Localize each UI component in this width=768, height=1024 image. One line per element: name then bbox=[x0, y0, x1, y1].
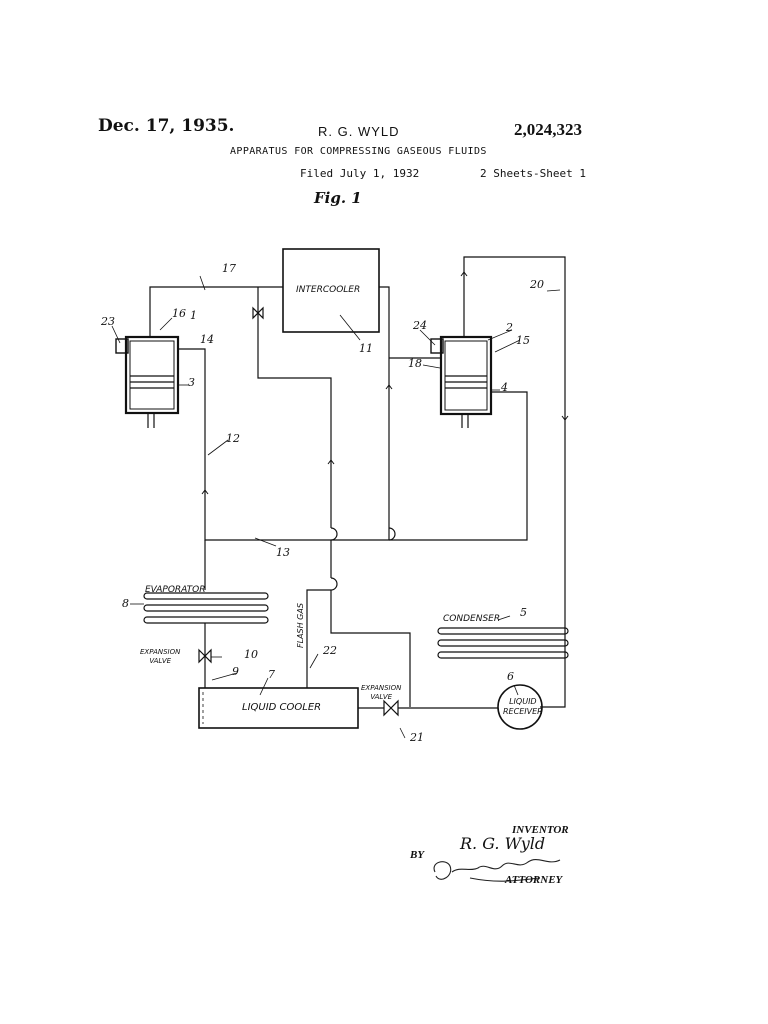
expansion-valve-10 bbox=[198, 648, 212, 664]
inventor-label: INVENTOR bbox=[512, 824, 569, 836]
patent-number: 2,024,323 bbox=[514, 120, 582, 139]
condenser-label: CONDENSER bbox=[443, 614, 501, 624]
condenser-coils bbox=[437, 627, 569, 659]
ref-num-16: 16 bbox=[172, 307, 186, 320]
by-label: BY bbox=[410, 849, 425, 861]
evaporator-label: EVAPORATOR bbox=[145, 585, 206, 595]
ref-num-14: 14 bbox=[200, 333, 214, 346]
ref-num-1: 1 bbox=[190, 309, 197, 322]
filing-date: Filed July 1, 1932 bbox=[300, 167, 420, 180]
inventor-name: R. G. WYLD bbox=[318, 124, 400, 139]
sheet-number: 2 Sheets-Sheet 1 bbox=[480, 167, 586, 180]
inventor-signature: R. G. Wyld bbox=[460, 834, 546, 853]
expansion-valve-label-left: EXPANSION VALVE bbox=[140, 648, 181, 665]
ref-num-15: 15 bbox=[516, 334, 530, 347]
ref-num-7: 7 bbox=[268, 668, 275, 681]
expansion-valve-label-right: EXPANSION VALVE bbox=[361, 684, 402, 701]
ref-num-17: 17 bbox=[222, 262, 236, 275]
patent-date: Dec. 17, 1935. bbox=[98, 116, 235, 136]
intercooler-box bbox=[282, 248, 380, 333]
ref-num-13: 13 bbox=[276, 546, 290, 559]
evaporator-coils bbox=[143, 592, 269, 624]
left-compressor bbox=[115, 325, 180, 428]
attorney-label: ATTORNEY bbox=[505, 874, 563, 886]
ref-num-6: 6 bbox=[507, 670, 514, 683]
ref-num-4: 4 bbox=[501, 381, 508, 394]
intercooler-label: INTERCOOLER bbox=[296, 285, 361, 295]
liquid-cooler-label: LIQUID COOLER bbox=[242, 702, 322, 713]
ref-num-2: 2 bbox=[506, 321, 513, 334]
liquid-receiver-tank bbox=[497, 684, 543, 730]
expansion-valve-21 bbox=[383, 699, 399, 717]
figure-label: Fig. 1 bbox=[314, 189, 362, 207]
liquid-receiver-label: LIQUID RECEIVER bbox=[503, 697, 543, 716]
ref-num-23: 23 bbox=[101, 315, 115, 328]
ref-num-24: 24 bbox=[413, 319, 427, 332]
ref-num-18: 18 bbox=[408, 357, 422, 370]
ref-num-8: 8 bbox=[122, 597, 129, 610]
right-compressor bbox=[430, 322, 493, 428]
ref-num-22: 22 bbox=[323, 644, 337, 657]
ref-num-10: 10 bbox=[244, 648, 258, 661]
ref-num-21: 21 bbox=[410, 731, 424, 744]
ref-num-9: 9 bbox=[232, 665, 239, 678]
ref-num-3: 3 bbox=[188, 376, 195, 389]
ref-num-11: 11 bbox=[359, 342, 373, 355]
patent-title: APPARATUS FOR COMPRESSING GASEOUS FLUIDS bbox=[230, 146, 487, 157]
ref-num-5: 5 bbox=[520, 606, 527, 619]
ref-num-20: 20 bbox=[530, 278, 544, 291]
ref-num-12: 12 bbox=[226, 432, 240, 445]
